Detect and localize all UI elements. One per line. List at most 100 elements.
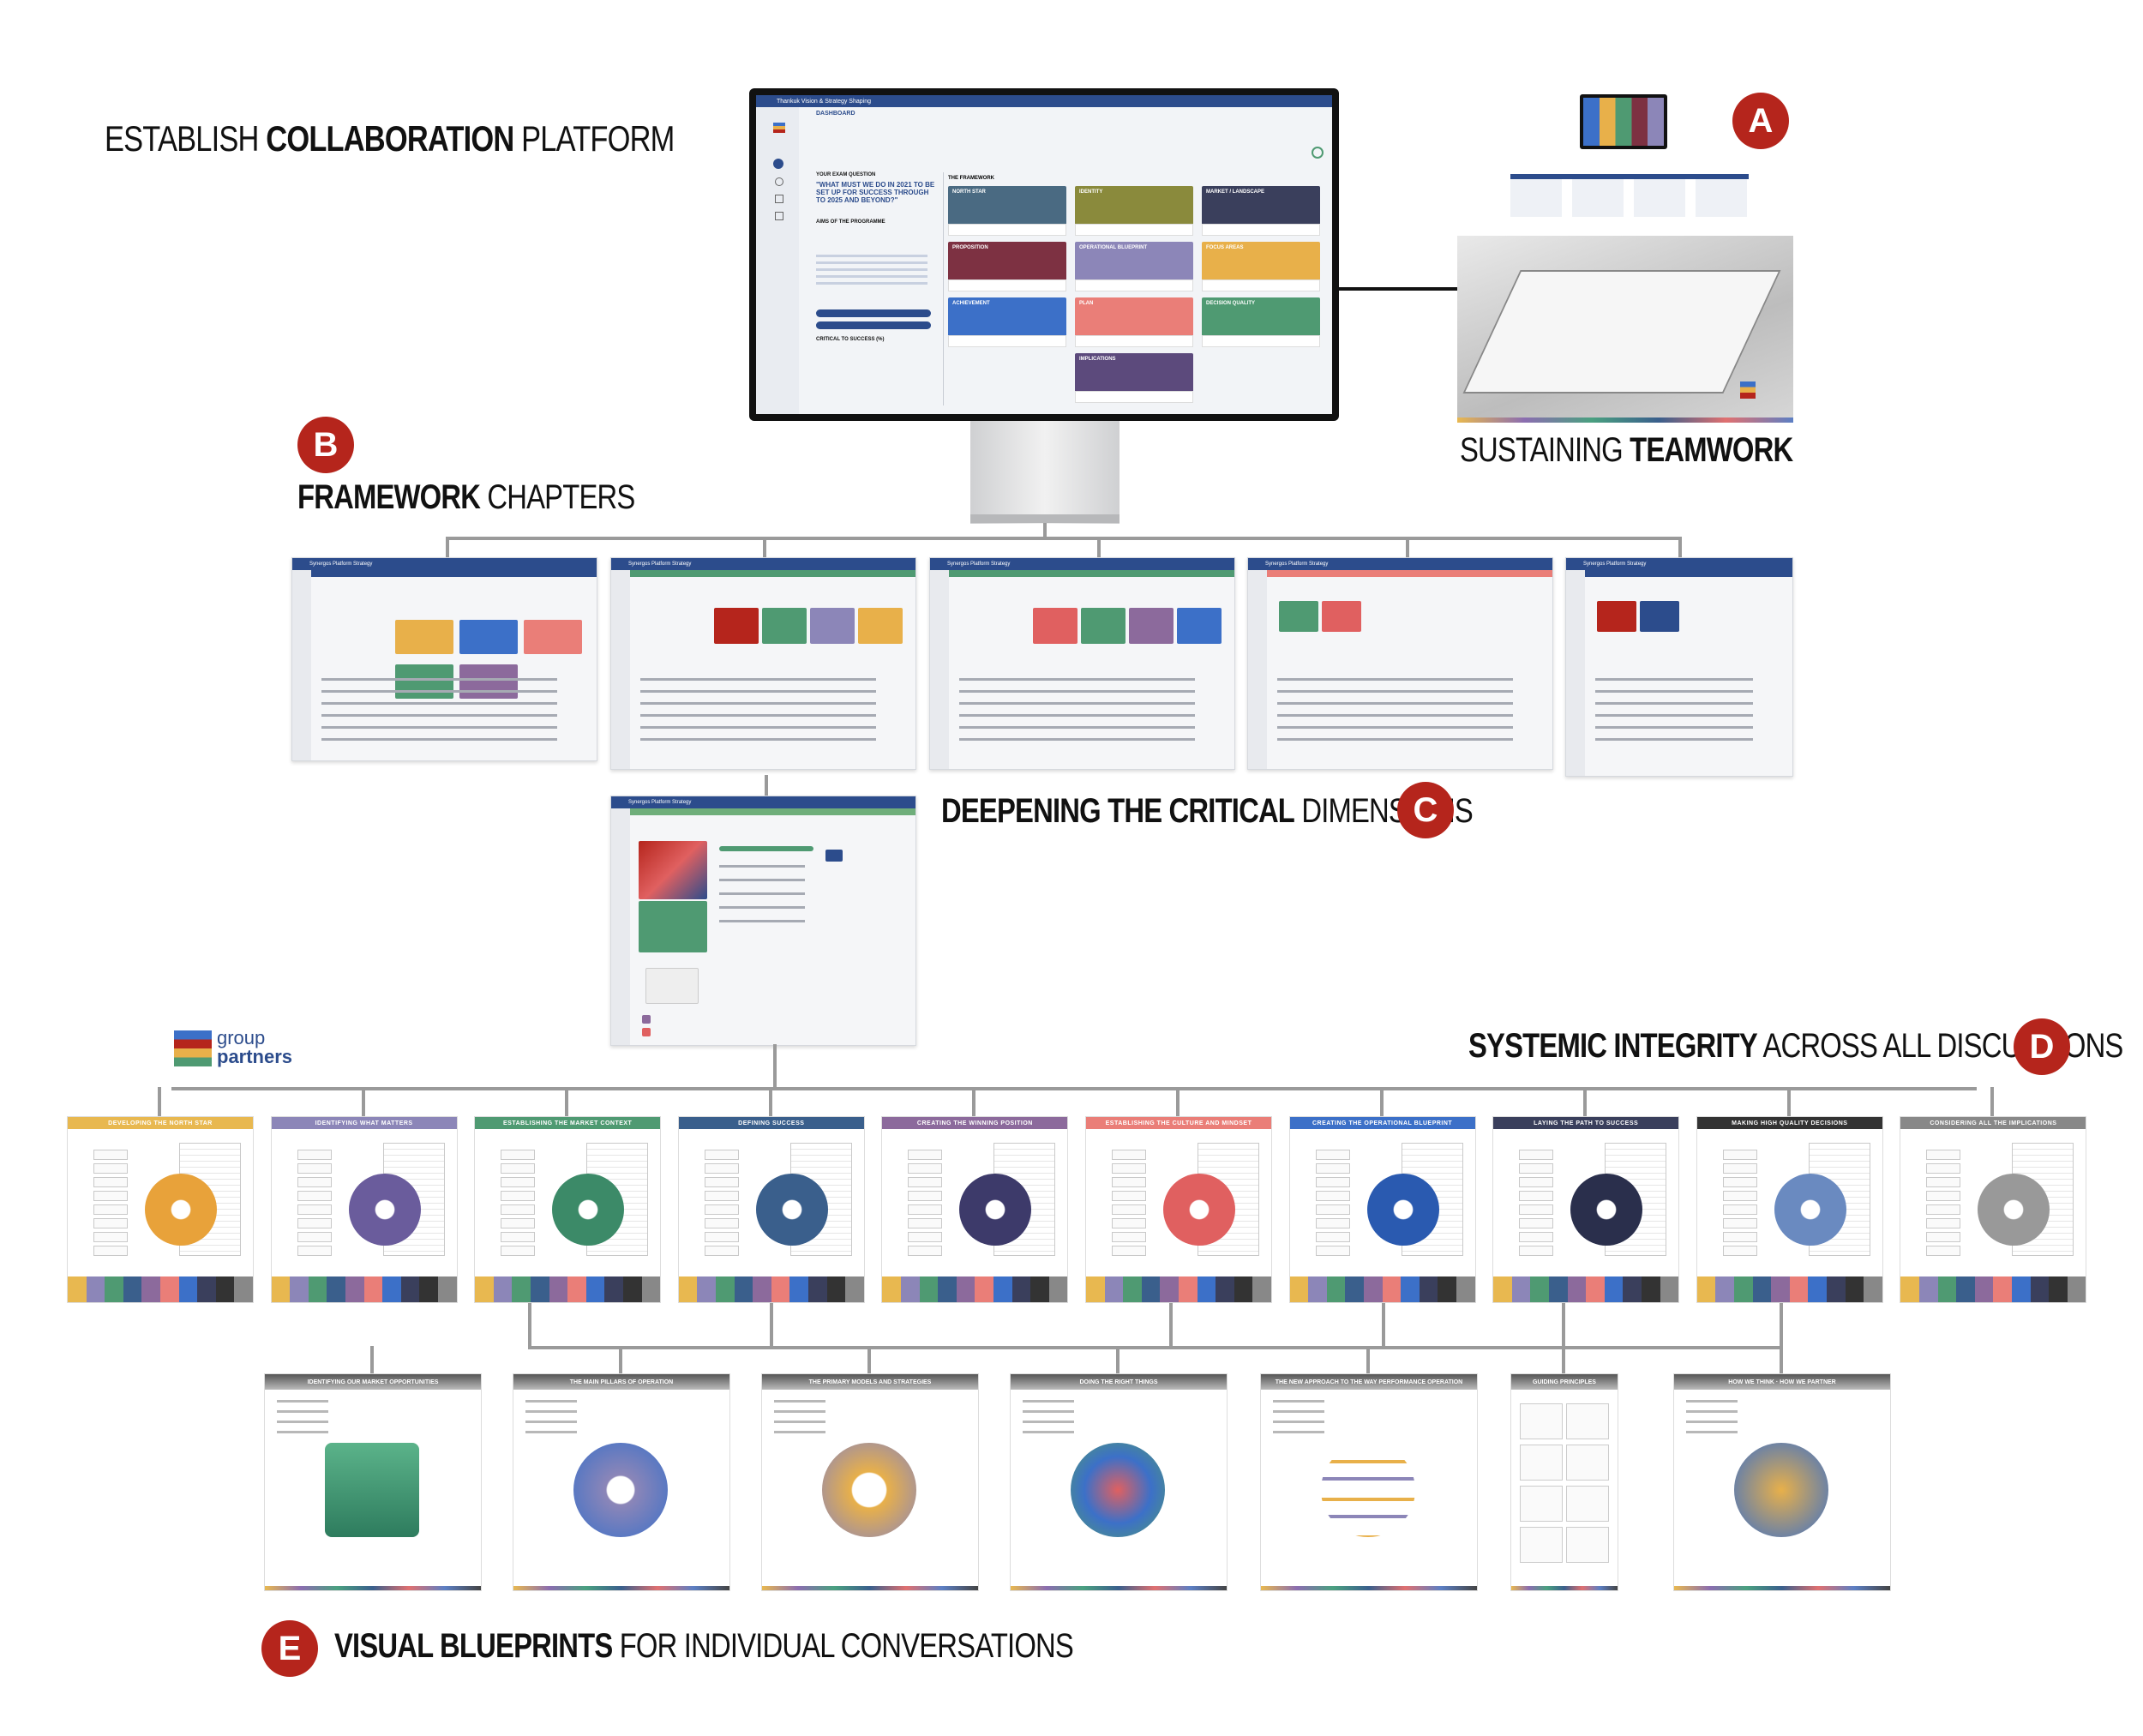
critical-label: CRITICAL TO SUCCESS (%) bbox=[816, 337, 885, 342]
blueprint-input-box bbox=[704, 1232, 739, 1242]
blueprint-drop bbox=[1786, 1087, 1791, 1118]
blueprint-footer-strip bbox=[475, 1276, 661, 1302]
chapter-card[interactable]: Synergos Platform Strategy bbox=[291, 557, 597, 761]
framework-tile[interactable]: PLAN bbox=[1075, 297, 1193, 347]
chapter-text-line bbox=[1595, 714, 1753, 717]
chapter-title: Synergos Platform Strategy bbox=[1583, 562, 1647, 567]
framework-button[interactable] bbox=[816, 321, 931, 329]
conversation-uplink bbox=[1562, 1303, 1565, 1348]
footer-swatch bbox=[753, 1276, 771, 1302]
framework-tile-label: NORTH STAR bbox=[952, 189, 986, 195]
footer-swatch bbox=[123, 1276, 142, 1302]
footer-swatch bbox=[1123, 1276, 1142, 1302]
framework-tile[interactable]: DECISION QUALITY bbox=[1202, 297, 1320, 347]
framework-tile[interactable]: MARKET / LANDSCAPE bbox=[1202, 186, 1320, 236]
footer-swatch bbox=[900, 1276, 920, 1302]
blueprint-card[interactable]: CREATING THE OPERATIONAL BLUEPRINT bbox=[1288, 1116, 1476, 1303]
programme-button[interactable] bbox=[816, 309, 931, 317]
blueprint-footer-strip bbox=[1493, 1276, 1679, 1302]
blueprint-card[interactable]: ESTABLISHING THE CULTURE AND MINDSET bbox=[1085, 1116, 1272, 1303]
framework-tile-footer bbox=[1075, 335, 1193, 347]
chapter-card[interactable]: Synergos Platform Strategy bbox=[1247, 557, 1553, 770]
blueprint-card[interactable]: LAYING THE PATH TO SUCCESS bbox=[1492, 1116, 1680, 1303]
chapter-title: Synergos Platform Strategy bbox=[1265, 562, 1329, 567]
footer-swatch bbox=[2030, 1276, 2050, 1302]
conversation-card[interactable]: THE NEW APPROACH TO THE WAY PERFORMANCE … bbox=[1260, 1373, 1478, 1591]
blueprint-card[interactable]: IDENTIFYING WHAT MATTERS bbox=[270, 1116, 458, 1303]
footer-swatch bbox=[1956, 1276, 1975, 1302]
footer-swatch bbox=[789, 1276, 808, 1302]
badge-d: D bbox=[2014, 1018, 2070, 1075]
blueprint-card[interactable]: CONSIDERING ALL THE IMPLICATIONS bbox=[1900, 1116, 2087, 1303]
blueprint-card[interactable]: CREATING THE WINNING POSITION bbox=[881, 1116, 1069, 1303]
footer-swatch bbox=[1438, 1276, 1456, 1302]
chapter-text-line bbox=[1277, 678, 1513, 681]
blueprint-input-box bbox=[1315, 1232, 1350, 1242]
settings-icon[interactable] bbox=[1312, 147, 1324, 159]
chapter-card[interactable]: Synergos Platform Strategy bbox=[1565, 557, 1793, 777]
search-icon[interactable] bbox=[775, 177, 783, 186]
footer-swatch bbox=[363, 1276, 383, 1302]
footer-swatch bbox=[234, 1276, 253, 1302]
framework-tile[interactable]: IMPLICATIONS bbox=[1075, 353, 1193, 403]
conversation-card[interactable]: THE MAIN PILLARS OF OPERATION bbox=[513, 1373, 730, 1591]
principle-box bbox=[1520, 1445, 1563, 1481]
blueprint-title: DEFINING SUCCESS bbox=[678, 1117, 864, 1129]
blueprint-input-box bbox=[93, 1218, 128, 1228]
chapter-card[interactable]: Synergos Platform Strategy bbox=[610, 557, 916, 770]
blueprint-input-box bbox=[908, 1177, 943, 1187]
footer-swatch bbox=[549, 1276, 568, 1302]
blueprint-card[interactable]: DEVELOPING THE NORTH STAR bbox=[67, 1116, 254, 1303]
conversation-text-line bbox=[774, 1410, 825, 1413]
mini-monitor-screen bbox=[1583, 98, 1664, 146]
blueprint-visual-icon bbox=[1163, 1174, 1235, 1246]
chapter-titlebar: Synergos Platform Strategy bbox=[1248, 558, 1552, 570]
blueprint-input-box bbox=[1519, 1232, 1554, 1242]
framework-tile[interactable]: OPERATIONAL BLUEPRINT bbox=[1075, 242, 1193, 291]
footer-swatch bbox=[993, 1276, 1012, 1302]
blueprint-input-box bbox=[1315, 1246, 1350, 1256]
blueprint-card[interactable]: ESTABLISHING THE MARKET CONTEXT bbox=[474, 1116, 662, 1303]
framework-tile[interactable]: FOCUS AREAS bbox=[1202, 242, 1320, 291]
footer-swatch bbox=[585, 1276, 605, 1302]
blueprint-input-box bbox=[1926, 1177, 1961, 1187]
blueprint-input-box bbox=[297, 1218, 332, 1228]
blueprint-footer-strip bbox=[882, 1276, 1068, 1302]
framework-tile[interactable]: NORTH STAR bbox=[948, 186, 1066, 236]
home-icon[interactable] bbox=[773, 159, 783, 169]
footer-swatch bbox=[382, 1276, 401, 1302]
conversation-card[interactable]: IDENTIFYING OUR MARKET OPPORTUNITIES bbox=[264, 1373, 482, 1591]
footer-swatch bbox=[178, 1276, 198, 1302]
conversation-card[interactable]: DOING THE RIGHT THINGS bbox=[1010, 1373, 1228, 1591]
framework-tile[interactable]: ACHIEVEMENT bbox=[948, 297, 1066, 347]
conversation-footer-strip bbox=[265, 1586, 481, 1590]
chapter-breadcrumb bbox=[1248, 570, 1552, 577]
conversation-card[interactable]: HOW WE THINK · HOW WE PARTNER bbox=[1673, 1373, 1891, 1591]
conversation-card[interactable]: THE PRIMARY MODELS AND STRATEGIES bbox=[761, 1373, 979, 1591]
blueprint-card[interactable]: MAKING HIGH QUALITY DECISIONS bbox=[1696, 1116, 1883, 1303]
footer-swatch bbox=[1493, 1276, 1512, 1302]
conversation-visual-icon bbox=[1071, 1443, 1165, 1537]
conversation-text-line bbox=[525, 1400, 577, 1403]
framework-tile-footer bbox=[1075, 391, 1193, 403]
framework-tile[interactable]: PROPOSITION bbox=[948, 242, 1066, 291]
grid-icon[interactable] bbox=[775, 195, 783, 203]
blueprint-drop bbox=[158, 1087, 161, 1118]
footer-swatch bbox=[1345, 1276, 1364, 1302]
chapter-title: Synergos Platform Strategy bbox=[947, 562, 1011, 567]
footer-swatch bbox=[1641, 1276, 1660, 1302]
blueprint-input-box bbox=[1315, 1218, 1350, 1228]
blueprint-footer-strip bbox=[1900, 1276, 2086, 1302]
blueprint-input-box bbox=[501, 1163, 536, 1174]
doc-icon[interactable] bbox=[775, 212, 783, 220]
blueprint-input-box bbox=[501, 1191, 536, 1201]
blueprint-card[interactable]: DEFINING SUCCESS bbox=[677, 1116, 865, 1303]
blueprint-input-box bbox=[1112, 1232, 1146, 1242]
chapter-card[interactable]: Synergos Platform Strategy bbox=[929, 557, 1235, 770]
chapter-tile bbox=[1597, 601, 1636, 632]
deep-card-measures-bar bbox=[719, 846, 813, 851]
framework-tile[interactable]: IDENTITY bbox=[1075, 186, 1193, 236]
footer-swatch bbox=[1826, 1276, 1846, 1302]
conversation-card[interactable]: GUIDING PRINCIPLES bbox=[1510, 1373, 1618, 1591]
chapter-breadcrumb bbox=[930, 570, 1234, 577]
